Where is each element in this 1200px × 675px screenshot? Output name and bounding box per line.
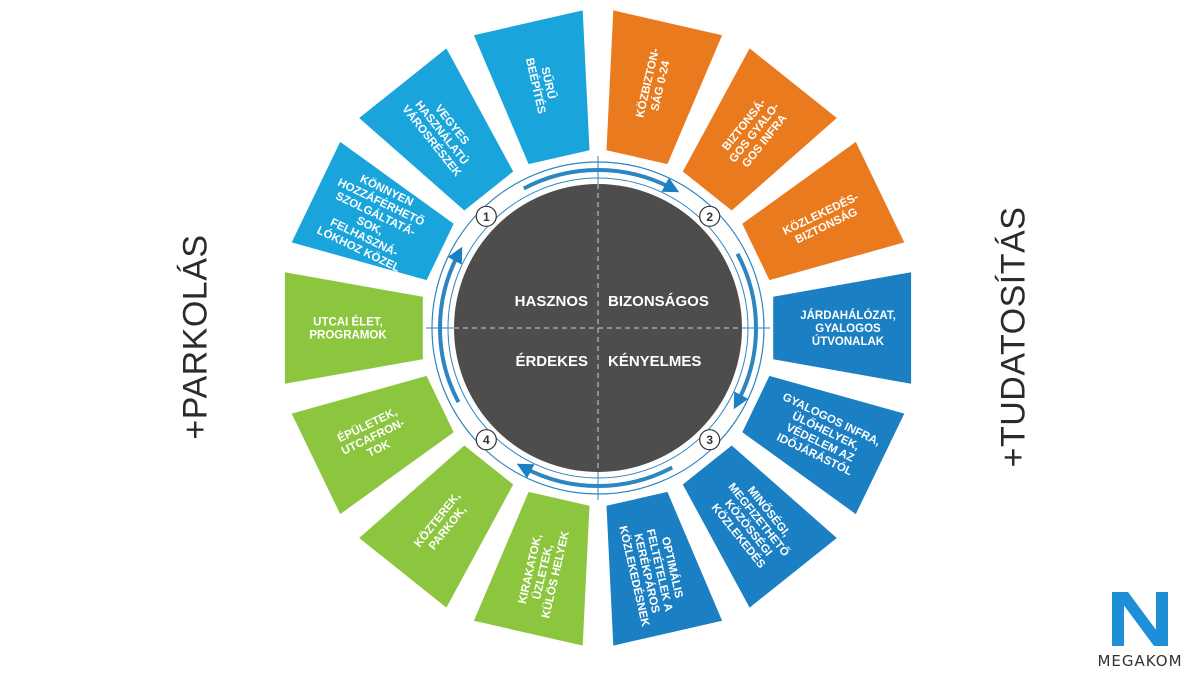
megakom-logo: MEGAKOM	[1090, 588, 1190, 672]
segment-shape	[291, 375, 454, 515]
step-circle	[475, 205, 497, 227]
core-circle: HASZNOS BIZONSÁGOS ÉRDEKES KÉNYELMES	[454, 184, 742, 472]
segment-6: MINŐSÉGI,MEGFIZETHETŐKÖZÖSSÉGIKÖZLEKEDÉS	[682, 445, 837, 608]
megakom-logo-icon	[1112, 592, 1168, 646]
segment-shape	[359, 445, 514, 608]
step-badge-1: 1	[475, 205, 497, 227]
quadrant-label-bottom-right: KÉNYELMES	[608, 353, 701, 370]
segment-shape	[682, 445, 837, 608]
megakom-logo-text: MEGAKOM	[1097, 652, 1183, 670]
segment-shape	[473, 491, 590, 646]
segment-label-line: GYALOGOS	[815, 323, 881, 335]
quadrant-label-top-left: HASZNOS	[515, 293, 588, 310]
flow-arrow-3	[516, 463, 674, 488]
segment-shape	[742, 141, 905, 281]
step-number: 3	[706, 433, 713, 447]
step-number: 2	[706, 210, 713, 224]
segment-9: KÖZTEREK,PARKOK,	[359, 445, 514, 608]
step-badge-4: 4	[475, 429, 497, 451]
segment-shape	[606, 491, 723, 646]
segment-label-line: UTCAI ÉLET,	[313, 316, 383, 329]
segment-shape	[291, 141, 454, 281]
segment-label-line: ÚTVONALAK	[812, 335, 885, 348]
segment-shape	[742, 375, 905, 515]
quadrant-label-bottom-left: ÉRDEKES	[515, 353, 588, 370]
step-circle	[699, 205, 721, 227]
step-circle	[699, 429, 721, 451]
flow-arrow-1	[522, 168, 680, 193]
step-number: 1	[483, 210, 490, 224]
segment-1: KÖZBIZTON-SÁG 0-24	[606, 10, 723, 165]
awareness-label: +TUDATOSÍTÁS	[994, 206, 1033, 468]
segment-label: UTCAI ÉLET,PROGRAMOK	[309, 316, 387, 342]
segment-2: BIZTONSÁ-GOS GYALO-GOS INFRA	[682, 48, 837, 211]
segment-shape	[773, 272, 912, 384]
segment-label-line: JÁRDAHÁLÓZAT,	[800, 309, 896, 322]
segment-13: VEGYESHASZNÁLATÚVÁROSRÉSZEK	[359, 48, 514, 211]
segment-11: UTCAI ÉLET,PROGRAMOK	[284, 272, 423, 384]
segment-label-line: PROGRAMOK	[309, 330, 387, 342]
segment-14: SŰRŰBEÉPÍTÉS	[473, 10, 590, 165]
segment-7: OPTIMÁLISFELTÉTELEK AKERÉKPÁROSKÖZLEKEDÉ…	[606, 491, 723, 646]
segment-label: BIZTONSÁ-GOS GYALO-GOS INFRA	[716, 92, 792, 173]
quadrant-label-top-right: BIZONSÁGOS	[608, 293, 709, 310]
segment-10: ÉPÜLETEK,UTCAFRON-TOK	[291, 375, 454, 515]
step-badge-2: 2	[699, 205, 721, 227]
segment-shape	[682, 48, 837, 211]
segment-8: KIRAKATOK,ÜZLETEK,KÜLÖS HELYEK	[473, 491, 590, 646]
segment-shape	[473, 10, 590, 165]
step-number: 4	[483, 433, 490, 447]
segment-label: KÖZBIZTON-SÁG 0-24	[634, 47, 675, 122]
segment-shape	[359, 48, 514, 211]
step-badge-3: 3	[699, 429, 721, 451]
flow-arrow-4	[438, 246, 463, 404]
flow-arrow-2	[733, 252, 758, 410]
segment-3: KÖZLEKEDÉS-BIZTONSÁG	[742, 141, 905, 281]
segment-shape	[284, 272, 423, 384]
parking-label: +PARKOLÁS	[176, 234, 215, 440]
segment-shape	[606, 10, 723, 165]
step-circle	[475, 429, 497, 451]
